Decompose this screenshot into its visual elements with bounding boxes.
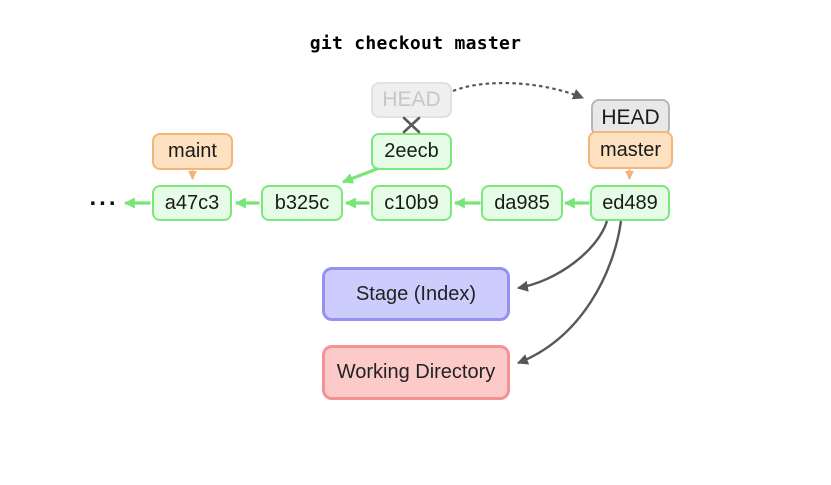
commit-node-da985: da985 [481,185,563,221]
working-directory-label: Working Directory [336,361,496,383]
commit-node-a47c3: a47c3 [152,185,232,221]
commit-label: c10b9 [384,191,439,214]
working-directory-box: Working Directory [322,345,510,400]
master-branch-node: master [588,131,673,169]
new-head-label: HEAD [601,105,660,129]
detached-commit-label: 2eecb [384,140,439,162]
commit-arrow-2eecb-to-b325c [341,167,379,184]
commit-label: ed489 [602,191,658,214]
head-move-arrow [452,81,585,100]
diagram-title: git checkout master [309,33,522,54]
maint-branch-node: maint [152,133,233,170]
commit-node-c10b9: c10b9 [371,185,452,221]
detach-x-icon [402,116,421,134]
checkout-arrow-to-stage [516,220,609,292]
maint-branch-label: maint [168,140,217,162]
commit-node-b325c: b325c [261,185,343,221]
checkout-arrow-to-working-directory [516,220,623,365]
old-head-node: HEAD [371,82,452,118]
commit-label: b325c [274,191,330,214]
new-head-node: HEAD [591,99,670,136]
stage-index-box: Stage (Index) [322,267,510,321]
commit-node-ed489: ed489 [590,185,670,221]
detached-commit-node: 2eecb [371,133,452,170]
old-head-label: HEAD [382,88,441,111]
stage-index-label: Stage (Index) [355,282,477,305]
master-branch-label: master [599,138,662,161]
history-ellipsis: ... [89,184,119,211]
commit-label: a47c3 [164,191,220,214]
commit-label: da985 [494,191,550,214]
